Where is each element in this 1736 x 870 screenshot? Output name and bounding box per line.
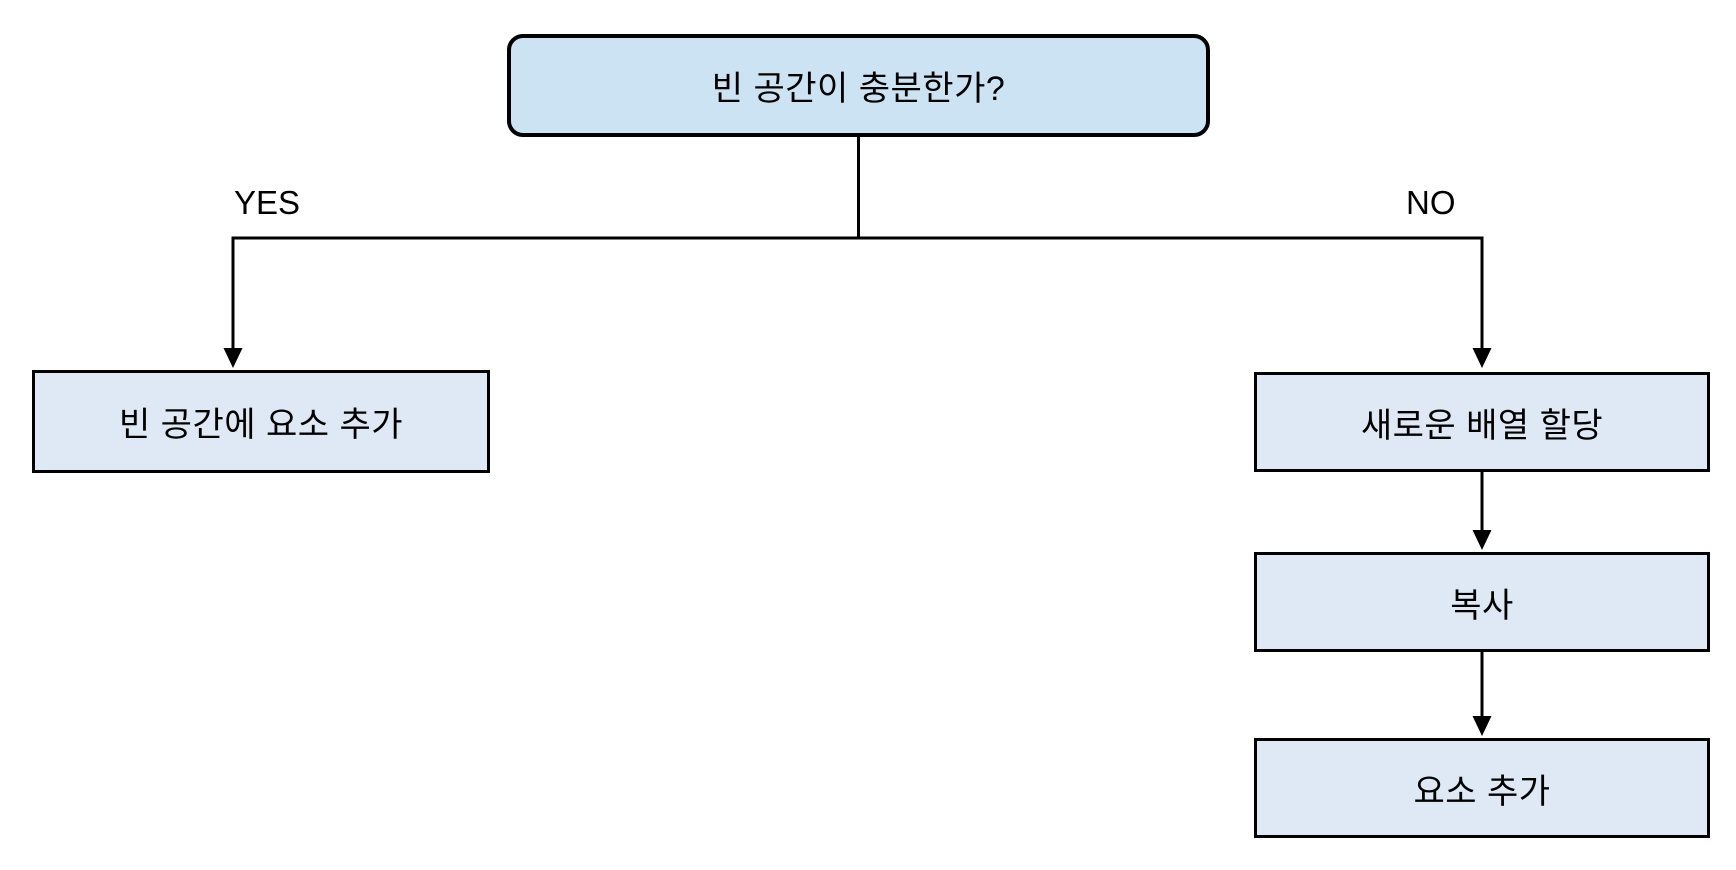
no-edge-label: NO: [1406, 184, 1456, 221]
arrowhead-no-step2: [1472, 530, 1492, 550]
yes-edge-label: YES: [234, 184, 301, 221]
arrowhead-yes: [223, 348, 243, 368]
decision-node: 빈 공간이 충분한가?: [507, 34, 1210, 137]
step-add-element-to-empty-space: 빈 공간에 요소 추가: [32, 370, 490, 473]
step-label: 새로운 배열 할당: [1360, 406, 1604, 445]
arrowhead-no-step3: [1472, 716, 1492, 736]
step-label: 요소 추가: [1413, 772, 1551, 811]
arrowhead-no: [1472, 348, 1492, 368]
step-label: 복사: [1450, 586, 1514, 625]
step-allocate-new-array: 새로운 배열 할당: [1254, 372, 1710, 472]
decision-label: 빈 공간이 충분한가?: [711, 70, 1006, 108]
step-label: 빈 공간에 요소 추가: [118, 406, 404, 444]
step-add-element: 요소 추가: [1254, 738, 1710, 838]
step-copy: 복사: [1254, 552, 1710, 652]
